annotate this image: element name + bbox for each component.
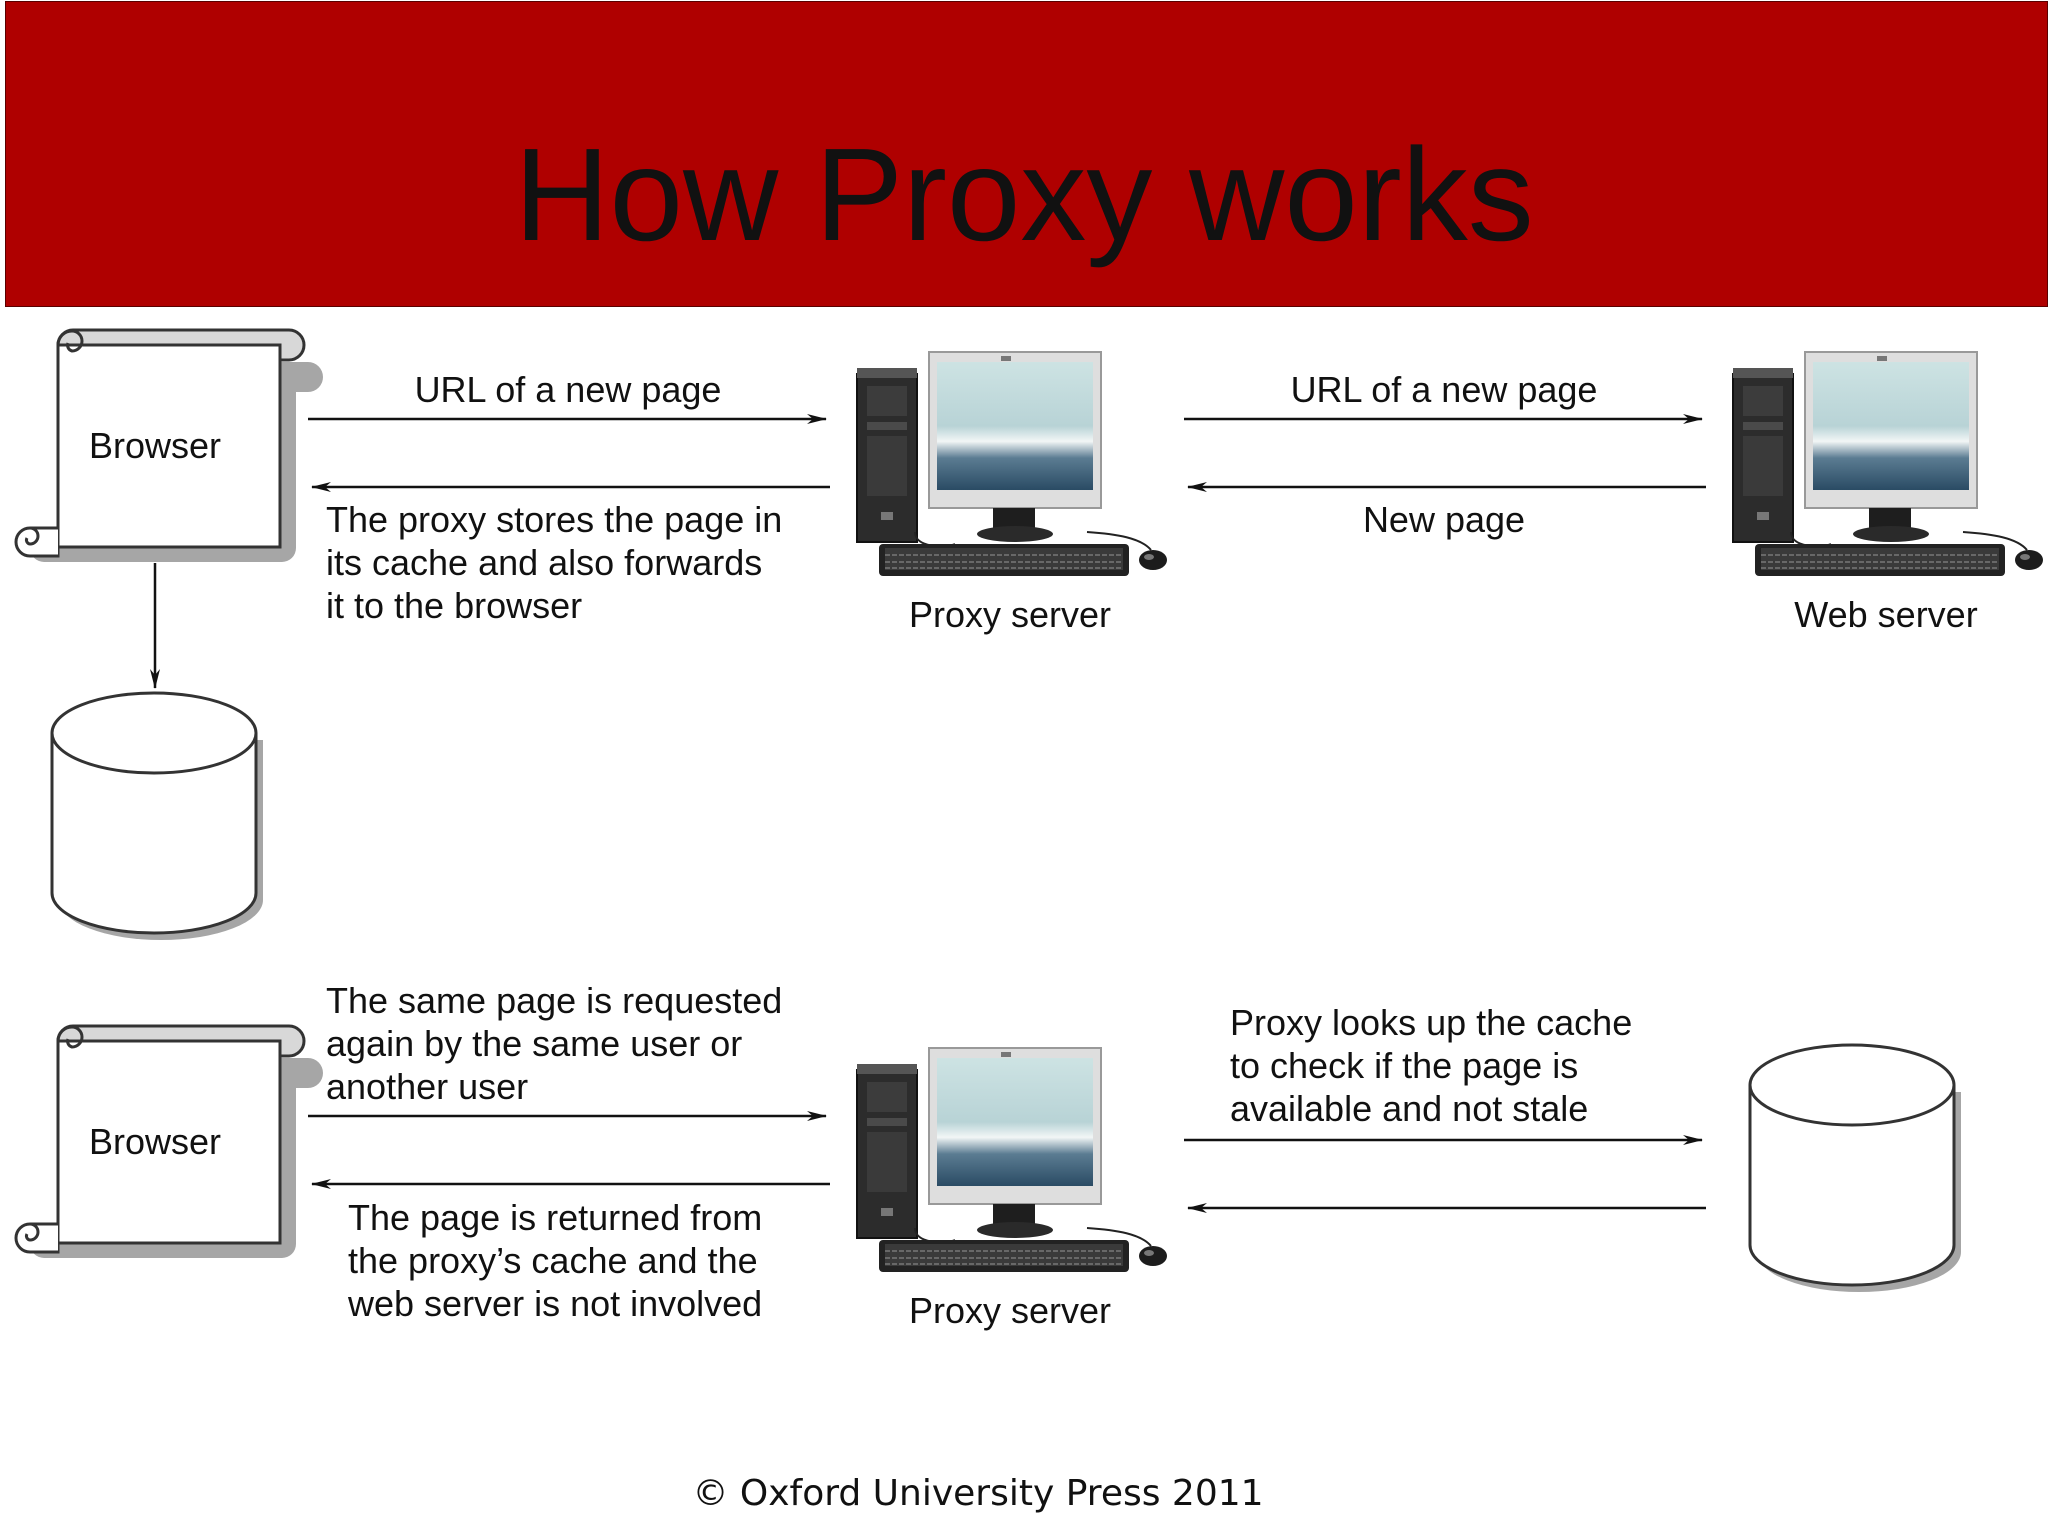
proxy-server-label-top: Proxy server bbox=[908, 594, 1112, 635]
upstream-request-label: URL of a new page bbox=[1290, 369, 1598, 410]
copyright-footer: © Oxford University Press 2011 bbox=[692, 1473, 1264, 1514]
response-label-top: The proxy stores the page in its cache a… bbox=[326, 499, 783, 626]
proxy-server-computer-icon-bottom bbox=[856, 1047, 1168, 1273]
cache-lookup-label: Proxy looks up the cache to check if the… bbox=[1230, 1002, 1633, 1129]
web-server-computer-icon bbox=[1732, 351, 2044, 577]
cache-cylinder-icon-browser bbox=[50, 691, 265, 942]
browser-label-top: Browser bbox=[88, 425, 222, 466]
cache-cylinder-icon-proxy bbox=[1748, 1043, 1963, 1294]
proxy-server-computer-icon-top bbox=[856, 351, 1168, 577]
page-title: How Proxy works bbox=[514, 121, 1534, 268]
request-label-bottom: The same page is requested again by the … bbox=[326, 980, 783, 1107]
request-label-top: URL of a new page bbox=[414, 369, 722, 410]
upstream-response-label: New page bbox=[1362, 499, 1526, 540]
browser-label-bottom: Browser bbox=[88, 1121, 222, 1162]
response-label-bottom: The page is returned from the proxy’s ca… bbox=[348, 1197, 763, 1324]
proxy-server-label-bottom: Proxy server bbox=[908, 1290, 1112, 1331]
title-banner bbox=[5, 1, 2048, 307]
web-server-label: Web server bbox=[1794, 594, 1978, 635]
